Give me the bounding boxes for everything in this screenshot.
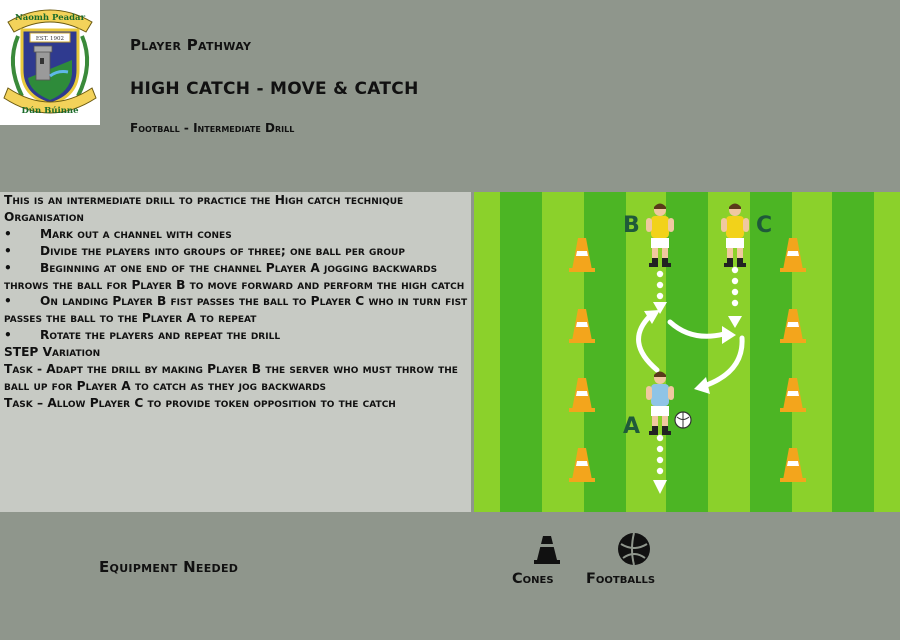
- run-path-c: [728, 266, 742, 328]
- list-item: •Rotate the players and repeat the drill: [4, 328, 281, 343]
- list-item: •On landing Player B fist passes the bal…: [4, 294, 468, 326]
- pass-arrows: [636, 313, 745, 389]
- football-icon: [674, 411, 692, 429]
- intro-text: This is an intermediate drill to practic…: [4, 193, 404, 207]
- step-heading: STEP Variation: [4, 345, 101, 360]
- equipment-heading: Equipment Needed: [99, 558, 239, 576]
- run-path-a: [653, 434, 667, 494]
- list-item: •Mark out a channel with cones: [4, 226, 232, 241]
- page-subtitle: Player Pathway: [130, 36, 252, 54]
- player-b-label: B: [623, 213, 640, 238]
- logo-top-text: Naomh Peadar: [15, 13, 86, 23]
- player-a-label: A: [623, 414, 640, 439]
- football-icon: [618, 532, 650, 566]
- drill-diagram: B C A: [474, 192, 900, 512]
- organisation-heading: Organisation: [4, 209, 84, 224]
- list-item: •Beginning at one end of the channel Pla…: [4, 260, 465, 292]
- run-path-b: [653, 270, 667, 314]
- logo-est-text: EST. 1902: [36, 36, 64, 42]
- drill-description: This is an intermediate drill to practic…: [0, 192, 471, 512]
- task-text: Task – Allow Player C to provide token o…: [4, 395, 396, 410]
- equipment-item-footballs: Footballs: [586, 571, 656, 587]
- logo-bottom-text: Dún Búinne: [21, 105, 79, 116]
- club-logo: Naomh Peadar EST. 1902 Dún Búinne: [0, 0, 100, 125]
- list-item: •Divide the players into groups of three…: [4, 243, 405, 258]
- page-title: HIGH CATCH - MOVE & CATCH: [130, 79, 419, 99]
- cone-icon: [534, 536, 560, 564]
- task-text: Task - Adapt the drill by making Player …: [4, 362, 458, 393]
- player-c-label: C: [756, 213, 772, 238]
- equipment-item-cones: Cones: [512, 571, 554, 587]
- drill-category: Football - Intermediate Drill: [130, 121, 295, 135]
- club-crest-icon: Naomh Peadar EST. 1902 Dún Búinne: [3, 9, 97, 116]
